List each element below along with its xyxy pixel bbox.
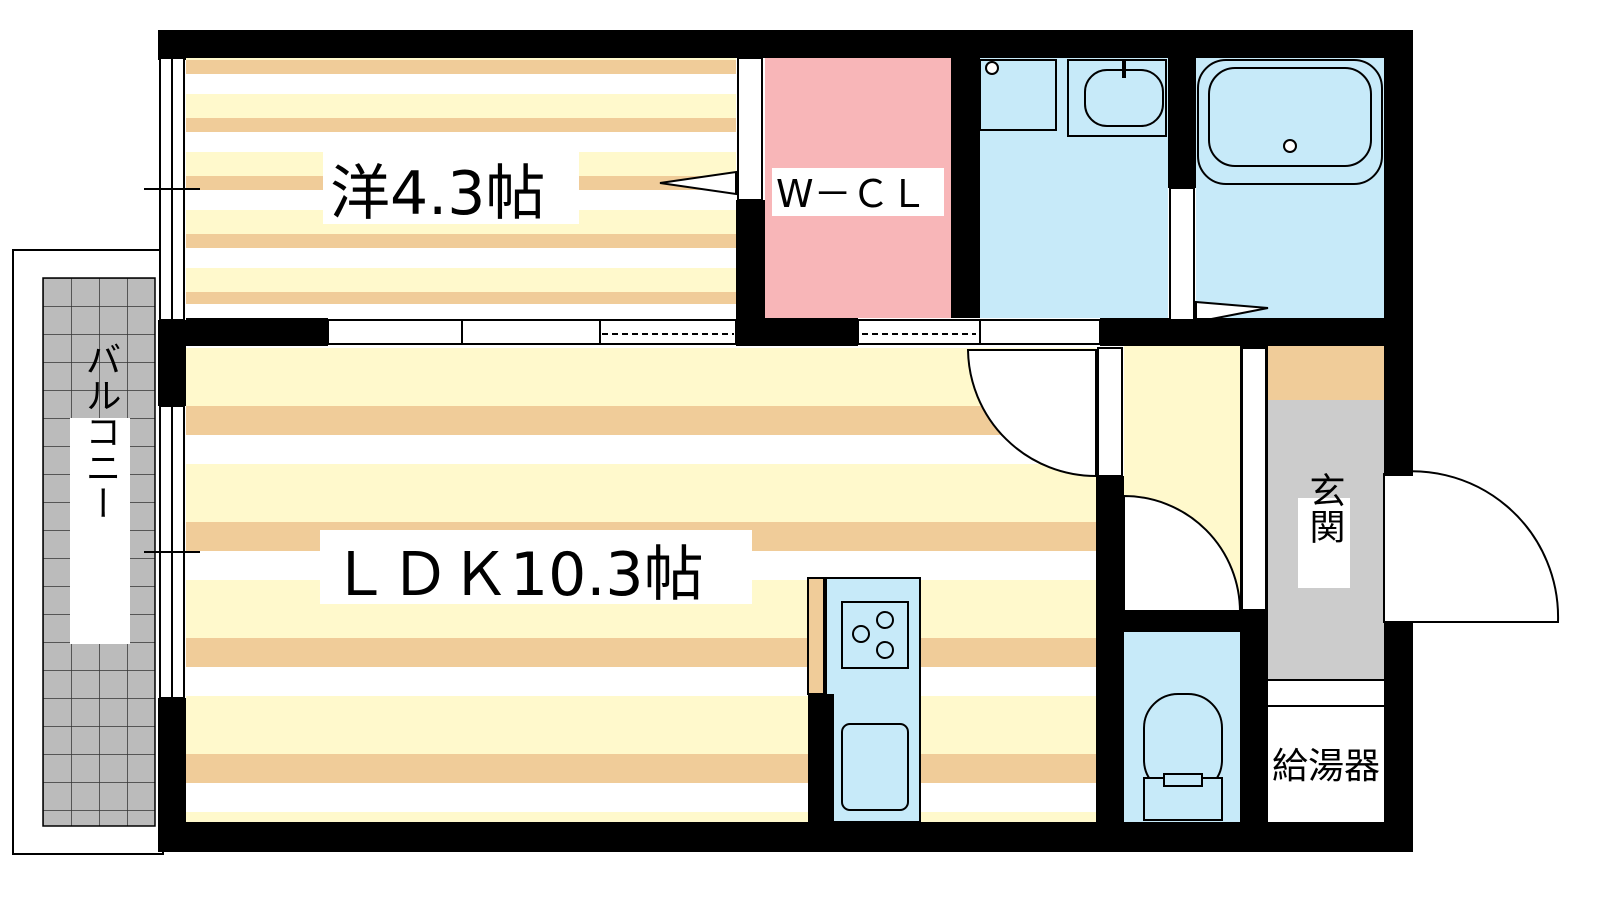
balcony-label: バルコニー bbox=[80, 341, 121, 521]
entrance-label: 玄関 bbox=[1304, 472, 1345, 544]
kitchen-counter bbox=[807, 577, 921, 823]
openings bbox=[144, 57, 1267, 699]
water-heater-ledge bbox=[1265, 679, 1389, 707]
toilet-tank-lid bbox=[1163, 773, 1203, 787]
washbasin-bowl bbox=[1084, 69, 1164, 127]
toilet-room bbox=[1124, 632, 1240, 822]
wall-mid-horizontal-a bbox=[186, 318, 328, 346]
wall-left-mid bbox=[158, 320, 186, 406]
wall-top bbox=[158, 30, 1413, 58]
ldk-label: ＬＤＫ10.3帖 bbox=[330, 540, 704, 610]
entrance: 玄関 bbox=[1268, 346, 1560, 680]
bathtub-drain-icon bbox=[1283, 139, 1297, 153]
hallway-door-swing bbox=[1123, 494, 1242, 613]
water-heater: 給湯器 bbox=[1265, 679, 1389, 822]
bath-door-jamb bbox=[1169, 187, 1195, 321]
sink bbox=[841, 723, 909, 811]
entrance-door-swing bbox=[1383, 470, 1560, 623]
walls bbox=[158, 30, 1413, 852]
wall-mid-horizontal-c bbox=[1100, 318, 1384, 346]
wall-kitchen-stub bbox=[808, 694, 834, 822]
western-door-jamb bbox=[737, 57, 763, 201]
burner-icon bbox=[852, 625, 870, 643]
western-room-label-bg bbox=[323, 150, 579, 224]
walk-in-closet-label: W－ＣＬ bbox=[776, 172, 928, 216]
water-heater-area bbox=[1268, 708, 1384, 822]
balcony: バルコニー bbox=[12, 249, 164, 855]
wall-wash-bath bbox=[1168, 30, 1196, 188]
sliding-door-western bbox=[327, 319, 737, 345]
bathtub-inner bbox=[1208, 67, 1372, 167]
wall-right-bottom bbox=[1384, 622, 1413, 852]
entrance-label-bg bbox=[1298, 498, 1350, 588]
bath-door-arc bbox=[1195, 300, 1269, 324]
ldk-door-jamb bbox=[1097, 347, 1123, 477]
burner-icon bbox=[876, 641, 894, 659]
ldk-room: ＬＤＫ10.3帖 bbox=[186, 346, 1097, 822]
counter-wall-strip bbox=[807, 577, 825, 695]
washer-space bbox=[979, 59, 1057, 131]
drain-icon bbox=[985, 61, 999, 75]
walk-in-closet-label-bg bbox=[772, 168, 944, 216]
wall-hall-west bbox=[1096, 476, 1124, 822]
hall-door-jamb bbox=[1241, 347, 1267, 611]
burner-icon bbox=[876, 611, 894, 629]
washroom bbox=[979, 58, 1168, 318]
ldk-label-bg bbox=[320, 530, 752, 604]
wall-mid-horizontal-b bbox=[736, 318, 858, 346]
entrance-step bbox=[1268, 346, 1384, 400]
wall-toilet-top bbox=[1124, 610, 1240, 632]
western-room-label: 洋4.3帖 bbox=[330, 159, 545, 229]
balcony-label-bg bbox=[70, 418, 130, 644]
western-room-door-arc bbox=[659, 170, 737, 196]
walk-in-closet: W－ＣＬ bbox=[765, 58, 951, 318]
wall-right-top bbox=[1384, 30, 1413, 476]
ldk-door-swing bbox=[966, 349, 1097, 478]
bathroom bbox=[1195, 58, 1384, 324]
wall-left-top bbox=[158, 30, 186, 60]
hallway bbox=[1123, 346, 1242, 613]
stove bbox=[841, 601, 909, 669]
wall-wcl-east bbox=[951, 30, 980, 318]
western-room: 洋4.3帖 bbox=[186, 58, 737, 304]
wall-bottom bbox=[158, 822, 1413, 852]
water-heater-label: 給湯器 bbox=[1272, 746, 1380, 787]
